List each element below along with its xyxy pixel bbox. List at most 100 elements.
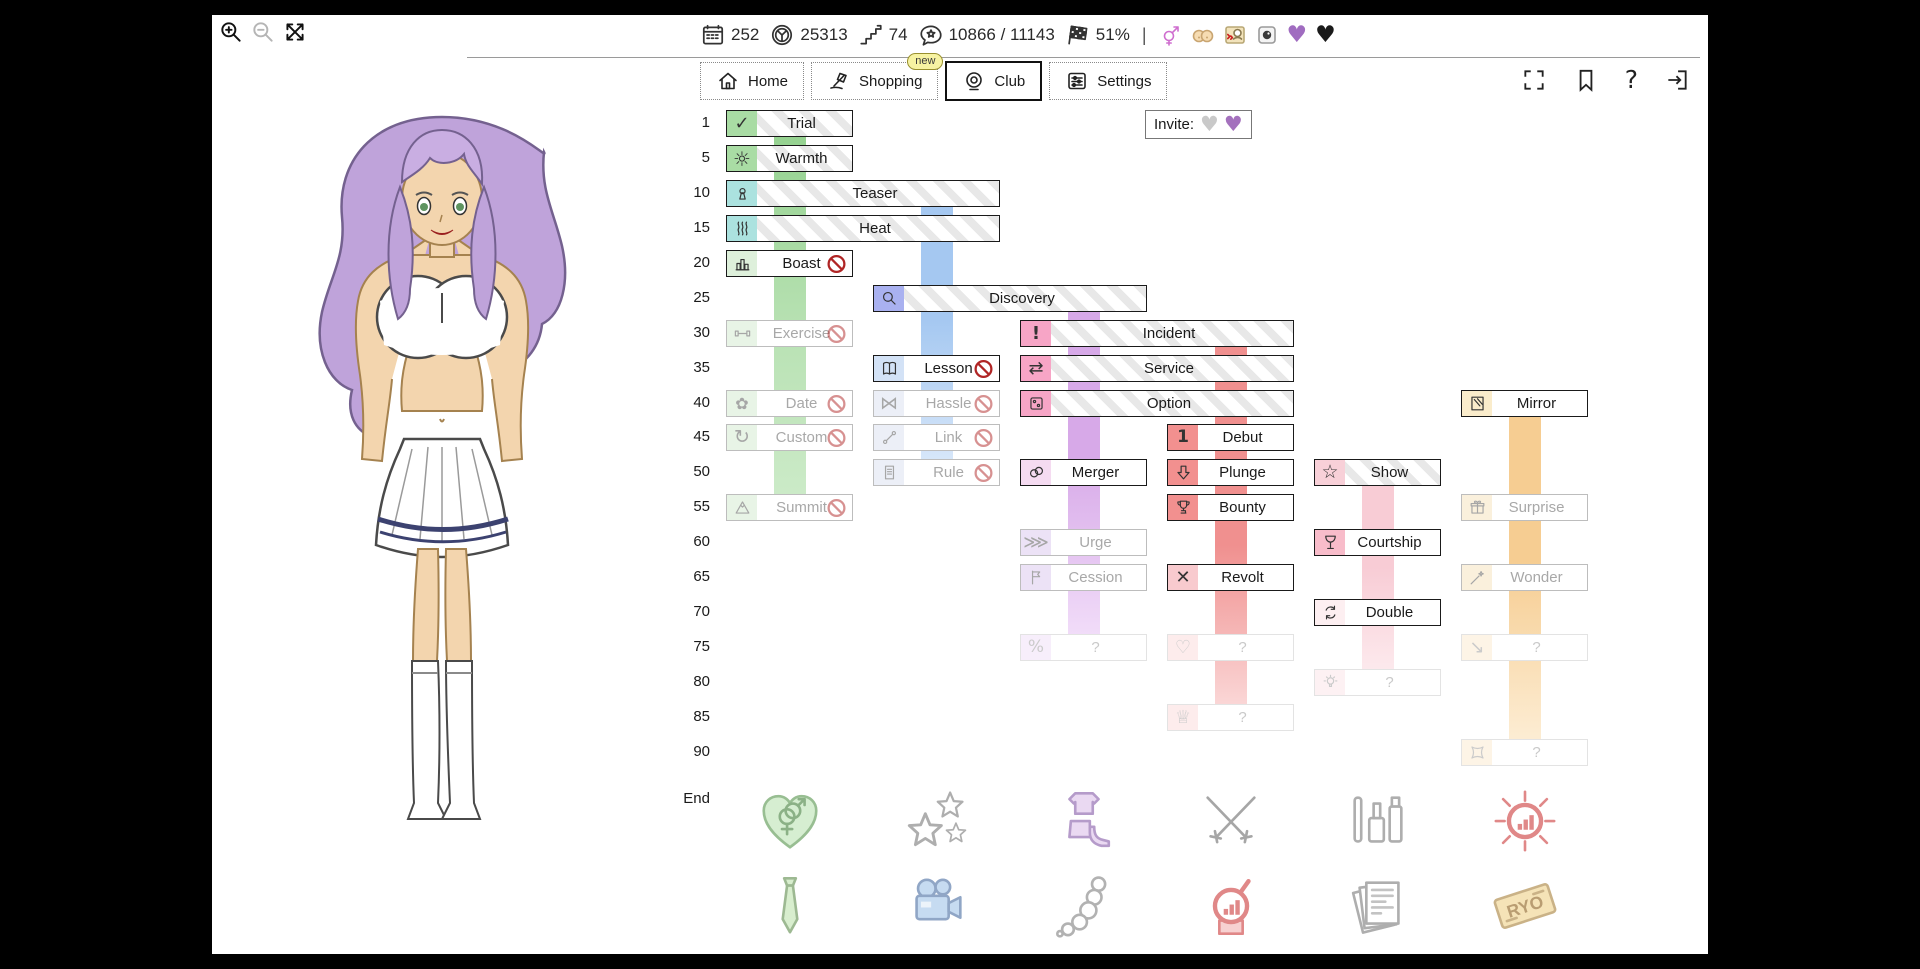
node-courtship[interactable]: Courtship [1314, 529, 1441, 556]
node-service[interactable]: ⇄Service [1020, 355, 1294, 382]
node-exercise[interactable]: Exercise [726, 320, 853, 347]
invite-heart-1[interactable]: ♥ [1223, 112, 1243, 136]
photo-icon[interactable] [1255, 23, 1279, 47]
percent-icon: % [1021, 635, 1051, 660]
node-heat[interactable]: Heat [726, 215, 1000, 242]
end-reward-heart-gender [755, 786, 825, 856]
node-unknown-bulb[interactable]: ? [1314, 669, 1441, 696]
node-date[interactable]: ✿Date [726, 390, 853, 417]
node-unknown-trend-down[interactable]: ↘? [1461, 634, 1588, 661]
node-label: Link [934, 429, 963, 446]
mountain-icon [727, 495, 757, 520]
node-label: Surprise [1508, 499, 1565, 516]
node-rule[interactable]: Rule [873, 459, 1000, 486]
number-one-icon: 1 [1168, 425, 1198, 450]
end-reward-papers [1343, 871, 1413, 941]
node-label: ? [1532, 744, 1541, 761]
node-trial[interactable]: ✓Trial [726, 110, 853, 137]
node-surprise[interactable]: Surprise [1461, 494, 1588, 521]
end-reward-tie [755, 871, 825, 941]
node-unknown-heart-outline[interactable]: ♡? [1167, 634, 1294, 661]
invite-heart-0[interactable]: ♥ [1200, 112, 1219, 136]
black-heart-icon[interactable]: ♥ [1315, 21, 1336, 48]
node-label: Revolt [1221, 569, 1264, 586]
crown-icon: ♕ [1168, 705, 1198, 730]
ban-icon [826, 497, 847, 518]
fit-icon[interactable] [282, 19, 308, 45]
stat-medal-icon: 25313 [769, 22, 848, 48]
node-option[interactable]: Option [1020, 390, 1294, 417]
wine-glass-icon [1315, 530, 1345, 555]
node-incident[interactable]: !Incident [1020, 320, 1294, 347]
purple-heart-icon[interactable]: ♥ [1286, 21, 1308, 48]
merge-icon [1021, 460, 1051, 485]
exclamation-icon: ! [1021, 321, 1051, 346]
node-label: Double [1365, 604, 1414, 621]
node-warmth[interactable]: ☼Warmth [726, 145, 853, 172]
level-label-85: 85 [693, 708, 710, 725]
node-unknown-percent[interactable]: %? [1020, 634, 1147, 661]
node-mirror[interactable]: Mirror [1461, 390, 1588, 417]
node-cession[interactable]: Cession [1020, 564, 1147, 591]
node-hassle[interactable]: ⋈Hassle [873, 390, 1000, 417]
flower-icon: ✿ [727, 391, 757, 416]
cross-icon: ✕ [1168, 565, 1198, 590]
node-label: Courtship [1357, 534, 1422, 551]
gender-icon[interactable] [1159, 23, 1183, 47]
zoom-in-icon[interactable] [218, 19, 244, 45]
node-urge[interactable]: ⋙Urge [1020, 529, 1147, 556]
node-summit[interactable]: Summit [726, 494, 853, 521]
node-label: Rule [933, 464, 964, 481]
nav-club-button[interactable]: Club [945, 61, 1043, 101]
ban-icon [826, 393, 847, 414]
node-label: Lesson [924, 360, 973, 377]
help-icon[interactable]: ? [1624, 65, 1638, 94]
node-double[interactable]: Double [1314, 599, 1441, 626]
stat-value: 74 [888, 25, 908, 44]
node-unknown-pillow[interactable]: ? [1461, 739, 1588, 766]
fullscreen-icon[interactable] [1521, 67, 1547, 93]
node-merger[interactable]: Merger [1020, 459, 1147, 486]
ban-icon [826, 253, 847, 274]
node-wonder[interactable]: Wonder [1461, 564, 1588, 591]
trend-down-icon: ↘ [1462, 635, 1492, 660]
exit-icon[interactable] [1664, 67, 1690, 93]
bookmark-icon[interactable] [1573, 67, 1599, 93]
new-badge: new [907, 53, 944, 70]
end-reward-outfit [1049, 786, 1119, 856]
node-link[interactable]: Link [873, 424, 1000, 451]
bowtie-icon: ⋈ [874, 391, 904, 416]
node-unknown-crown[interactable]: ♕? [1167, 704, 1294, 731]
level-label-90: 90 [693, 743, 710, 760]
bust-icon[interactable] [1191, 23, 1215, 47]
node-lesson[interactable]: Lesson [873, 355, 1000, 382]
ban-icon [973, 427, 994, 448]
stat-checkered-flag-icon: 51% [1065, 22, 1130, 48]
portrait-icon[interactable] [1223, 23, 1247, 47]
node-show[interactable]: ☆Show [1314, 459, 1441, 486]
header-divider [467, 57, 1700, 58]
ban-icon [973, 462, 994, 483]
zoom-out-icon[interactable] [250, 19, 276, 45]
node-bounty[interactable]: Bounty [1167, 494, 1294, 521]
level-label-10: 10 [693, 184, 710, 201]
node-label: Service [1143, 360, 1195, 377]
nav-settings-button[interactable]: Settings [1049, 62, 1168, 100]
node-teaser[interactable]: Teaser [726, 180, 1000, 207]
node-plunge[interactable]: Plunge [1167, 459, 1294, 486]
node-label: ? [1385, 674, 1394, 691]
node-discovery[interactable]: Discovery [873, 285, 1147, 312]
node-label: Heat [859, 220, 891, 237]
nav-home-button[interactable]: Home [700, 62, 805, 100]
status-indicators: ♥♥ [1159, 23, 1336, 47]
node-revolt[interactable]: ✕ Revolt [1167, 564, 1294, 591]
end-reward-swords [1196, 786, 1266, 856]
end-reward-sun-mirror [1490, 786, 1560, 856]
node-custom[interactable]: ↻Custom [726, 424, 853, 451]
node-boast[interactable]: Boast [726, 250, 853, 277]
stairs-icon [858, 22, 884, 48]
book-icon [874, 356, 904, 381]
keyhole-icon [727, 181, 757, 206]
